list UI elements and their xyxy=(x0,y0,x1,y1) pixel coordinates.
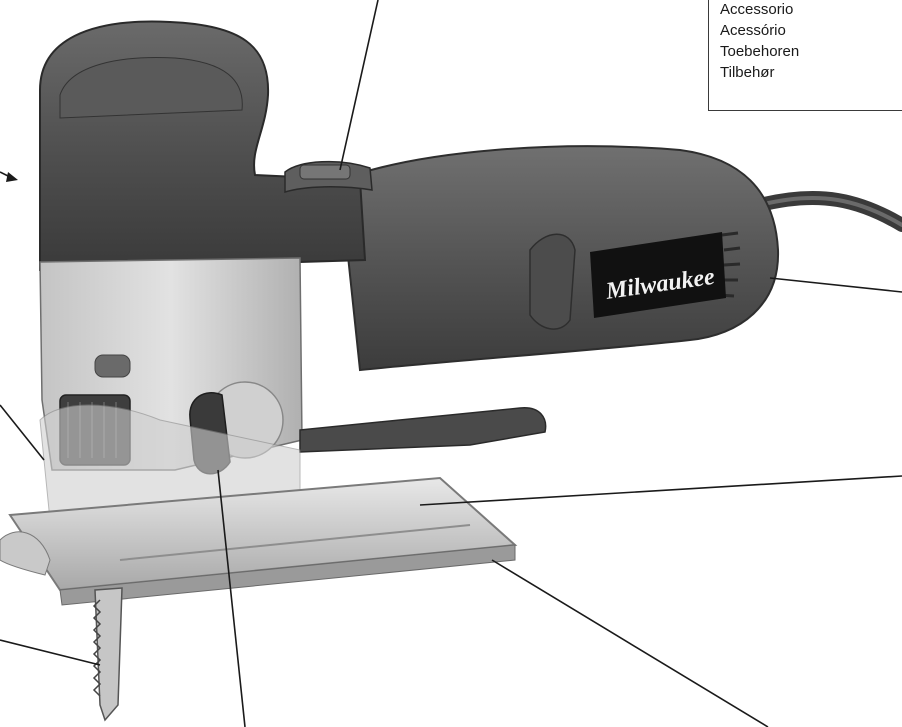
accessory-legend: Accessorio Acessório Toebehoren Tilbehør xyxy=(708,0,902,111)
brand-logo: Milwaukee xyxy=(590,232,726,318)
legend-line-danish: Tilbehør xyxy=(720,64,775,81)
leader-line-cord xyxy=(769,277,902,293)
legend-line-portuguese: Acessório xyxy=(720,22,786,39)
dust-port xyxy=(299,407,547,453)
leader-line-blade xyxy=(0,639,101,666)
tool-body xyxy=(39,20,367,272)
leader-line-shoe xyxy=(491,559,769,727)
leader-line-dust xyxy=(419,475,902,506)
saw-blade xyxy=(92,587,123,722)
leader-line-orbital xyxy=(217,469,246,727)
leader-arrow-handle xyxy=(6,172,18,182)
trigger-switch xyxy=(284,160,373,194)
legend-line-dutch: Toebehoren xyxy=(720,43,800,60)
leader-line-speed xyxy=(0,404,45,461)
leader-line-switch xyxy=(339,0,379,171)
legend-line-italian: Accessorio xyxy=(720,1,794,18)
